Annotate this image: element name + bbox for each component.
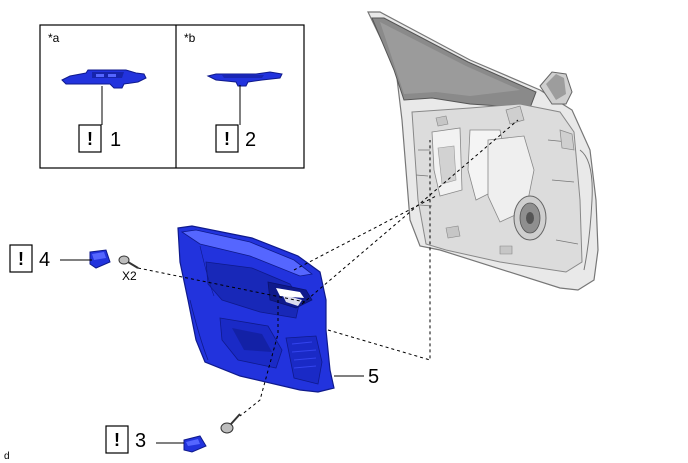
caution-marker-1	[78, 124, 102, 153]
caution-marker-2	[215, 124, 239, 153]
trim-speaker-grille	[285, 335, 323, 385]
door-frame	[367, 11, 599, 291]
caution-marker-3-glyph: !	[114, 430, 120, 450]
assembly-guide-lines	[137, 119, 519, 417]
caution-marker-2-glyph: !	[224, 129, 230, 149]
callout-4: 4	[39, 249, 50, 271]
lower-screw	[220, 413, 241, 434]
door-trim-panel	[177, 225, 335, 393]
callout-5: 5	[368, 366, 379, 388]
callout-1: 1	[110, 129, 121, 151]
caution-marker-4-glyph: !	[18, 249, 24, 269]
clip-screw	[118, 255, 139, 269]
switch-base-part-b	[206, 71, 283, 87]
clip-quantity-label: X2	[122, 269, 137, 283]
inset-a-label: *a	[48, 31, 60, 45]
caution-marker-4	[9, 244, 33, 273]
caution-marker-1-glyph: !	[87, 129, 93, 149]
cover-part-3	[183, 435, 207, 453]
callout-3: 3	[135, 430, 146, 452]
inset-b-label: *b	[184, 31, 196, 45]
inset-panel: *a ! 1 *b ! 2	[39, 24, 305, 169]
callout-2: 2	[245, 129, 256, 151]
corner-mark: d	[4, 451, 10, 462]
caution-marker-3	[105, 425, 129, 454]
cover-part-4	[89, 249, 111, 269]
switch-base-part-a	[61, 69, 147, 89]
